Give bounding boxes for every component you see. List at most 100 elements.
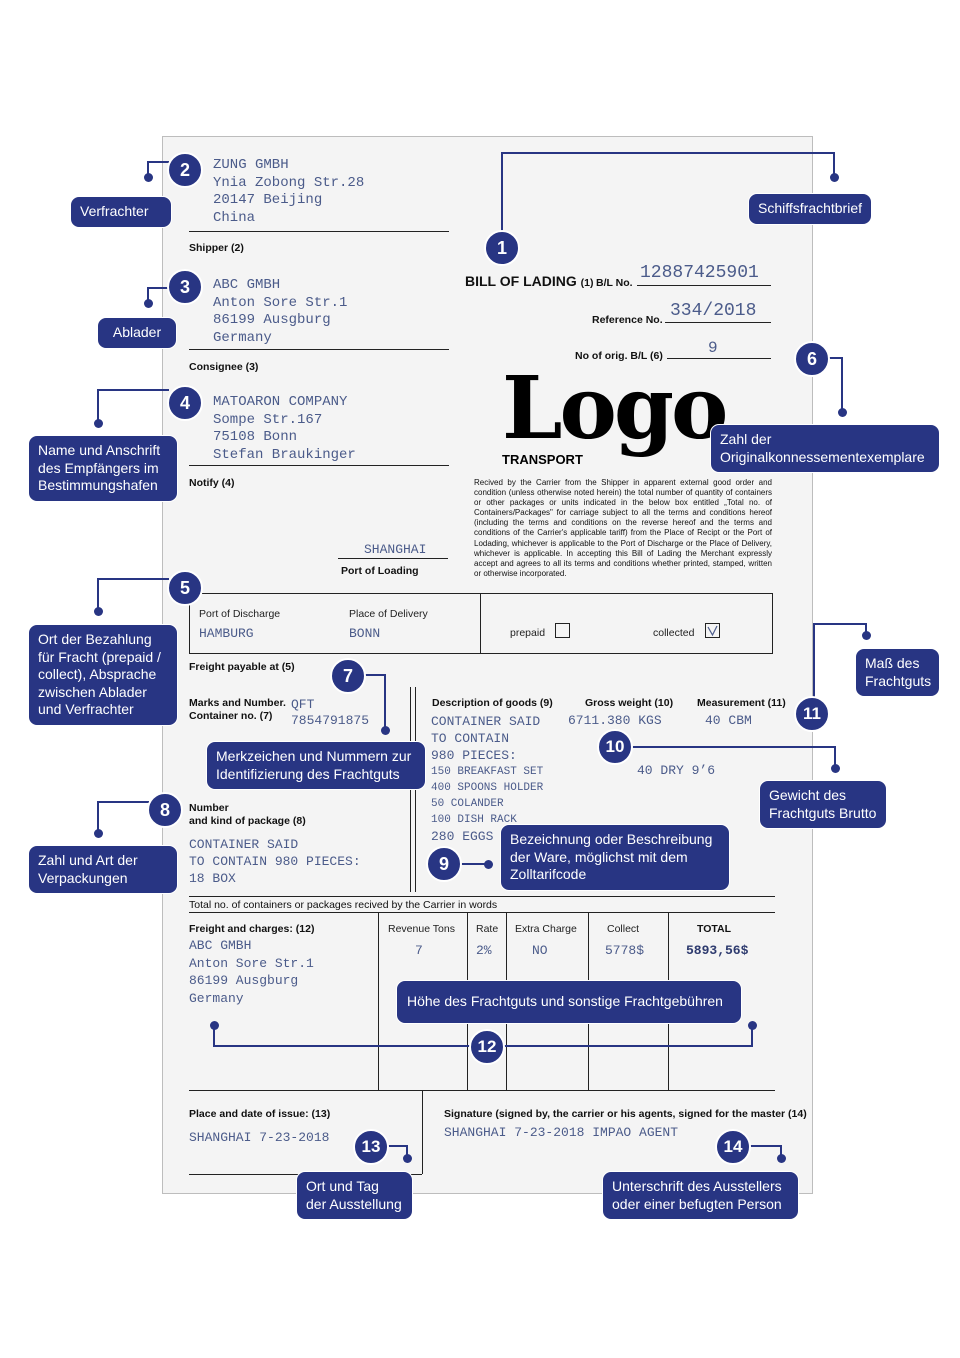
total-words-bottom [189,912,775,913]
callout-frachtgebuehren: Höhe des Frachtguts und sonstige Frachtg… [396,980,742,1024]
bill-of-lading-title: BILL OF LADING (1) [465,273,593,289]
badge-2: 2 [167,152,203,188]
col-extra-head: Extra Charge [515,923,577,935]
goods-line: 150 BREAKFAST SET [431,766,544,778]
connector-6 [829,357,843,359]
connector-dot [93,606,103,616]
connector-7 [384,674,386,729]
package-line: CONTAINER SAID [189,837,299,852]
marks-label: Marks and Number. Container no. (7) [189,697,286,723]
consignee-line: 86199 Ausgburg [213,312,331,328]
package-label: Number and kind of package (8) [189,802,306,828]
connector-8 [97,801,99,832]
consignee-label: Consignee (3) [189,361,259,373]
shipper-divider [189,231,449,232]
goods-line: 50 COLANDER [431,798,504,810]
notify-line: MATOARON COMPANY [213,394,348,410]
delivery-label: Place of Delivery [349,608,428,620]
connector-dot [829,172,839,182]
connector-7 [365,674,385,676]
callout-mass: Maß des Frachtguts [855,648,940,697]
connector-2 [147,161,149,176]
col-total-val: 5893,56$ [686,943,749,958]
connector-dot [830,763,840,773]
badge-3: 3 [167,269,203,305]
connector-2 [147,161,169,163]
col-extra-val: NO [532,943,548,958]
connector-1 [501,152,503,234]
badge-9: 9 [426,846,462,882]
notify-line: 75108 Bonn [213,429,298,445]
goods-line: CONTAINER SAID [431,714,541,729]
shipper-line: Ynia Zobong Str.28 [213,174,365,191]
bl-no-underline [637,285,771,286]
marks-label-line2: Container no. (7) [189,710,273,722]
prepaid-label: prepaid [510,627,546,639]
connector-11 [813,623,815,697]
discharge-box-divider [480,593,481,654]
badge-11: 11 [794,696,830,732]
bol-title-text: BILL OF LADING [465,273,577,289]
callout-gewicht: Gewicht des Frachtguts Brutto [759,780,887,829]
consignee-line: ABC GMBH [213,277,281,293]
orig-bl-value: 9 [708,339,718,357]
bl-no-label: B/L No. [596,277,633,289]
marks-label-line1: Marks and Number. [189,697,286,709]
legal-text: Recived by the Carrier from the Shipper … [474,478,772,578]
bl-no-value: 12887425901 [640,263,759,283]
connector-dot [483,859,493,869]
connector-dot [93,418,103,428]
freight-payable-label: Freight payable at (5) [189,661,295,673]
total-words-label: Total no. of containers or packages reci… [189,899,498,911]
bol-title-number: (1) [580,277,594,289]
connector-11 [813,623,867,625]
notify-address: MATOARON COMPANY Sompe Str.167 75108 Bon… [213,394,356,464]
marks-values: QFT 7854791875 [291,697,369,729]
reference-underline [665,322,771,323]
callout-verfrachter: Verfrachter [70,196,172,228]
connector-12 [213,1025,215,1047]
badge-7: 7 [330,658,366,694]
shipper-address: ZUNG GMBH Ynia Zobong Str.28 20147 Beiji… [213,157,364,227]
connector-dot [380,725,390,735]
charges-line: Germany [189,990,244,1006]
discharge-label: Port of Discharge [199,608,281,620]
package-label-line2: and kind of package (8) [189,815,306,827]
connector-dot [143,172,153,182]
measure-value: 40 CBM [705,713,752,728]
package-line: 18 BOX [189,871,236,886]
package-label-line1: Number [189,802,229,814]
connector-6 [841,357,843,411]
logo-word: Logo [502,358,728,459]
gross-dry: 40 DRY 9’6 [637,763,716,778]
delivery-value: BONN [349,626,381,641]
connector-dot [747,1020,757,1030]
col-rate-val: 2% [476,943,492,958]
connector-dot [776,1153,786,1163]
connector-1 [501,152,835,154]
connector-8 [97,801,149,803]
port-loading-value: SHANGHAI [364,542,427,557]
callout-ausstellung: Ort und Tag der Ausstellung [296,1171,413,1220]
goods-label: Description of goods (9) [432,697,553,709]
connector-13 [406,1145,408,1157]
notify-line: Stefan Braukinger [213,446,356,463]
collected-checkbox[interactable] [705,623,720,638]
connector-dot [402,1153,412,1163]
consignee-line: Anton Sore Str.1 [213,294,348,311]
connector-10 [834,746,836,768]
charges-col-divider [378,912,379,1090]
connector-13 [388,1145,408,1147]
connector-5 [97,578,169,580]
checkmark-icon [707,625,718,637]
charges-line: 86199 Ausgburg [189,973,299,988]
col-collect-head: Collect [607,923,640,935]
consignee-line: Germany [213,329,272,346]
connector-dot [837,407,847,417]
notify-label: Notify (4) [189,477,235,489]
logo-sub: TRANSPORT [502,452,583,467]
prepaid-checkbox[interactable] [555,623,570,638]
connector-11 [865,623,867,634]
col-rate-head: Rate [476,923,499,935]
goods-line: 100 DISH RACK [431,814,517,826]
